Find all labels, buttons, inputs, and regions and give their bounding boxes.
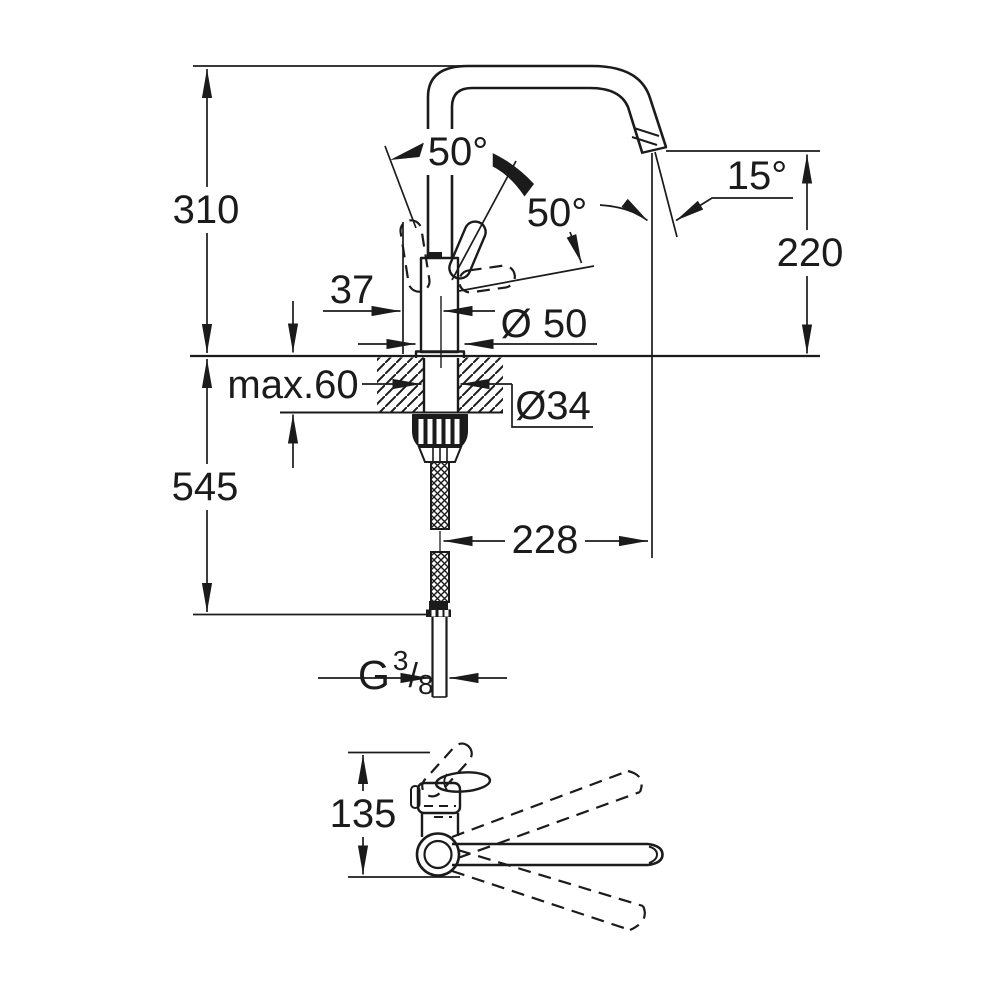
mixer-body	[419, 256, 460, 354]
counter-hatch-right	[458, 357, 503, 413]
mounting-collar-ribs	[432, 447, 448, 462]
hose-end-slots	[431, 610, 449, 617]
flex-hose-lower	[430, 551, 450, 603]
spout-top-view	[452, 842, 664, 867]
spout-swung-down	[451, 848, 646, 932]
angle-line-back	[384, 145, 417, 229]
dim-37-label: 37	[329, 268, 375, 312]
mounting-nut-knurling	[418, 419, 460, 444]
spout-pivot-inner	[423, 839, 453, 870]
angle-50-back-label: 50°	[423, 129, 493, 175]
thread-g: G	[358, 652, 390, 698]
handle-swivel-dashed	[399, 219, 516, 294]
thread-slash: /	[408, 657, 418, 695]
body-dash-detail	[424, 805, 456, 818]
angle-line-open	[458, 265, 595, 292]
angle-50-arc	[599, 198, 649, 222]
body-column	[420, 813, 460, 837]
outlet-angle-line	[654, 151, 678, 238]
aerator-band	[631, 127, 660, 146]
faucet-outline	[414, 64, 668, 358]
base-flange	[414, 350, 466, 358]
spout-pivot-outer	[415, 832, 461, 877]
hose-end-fitting	[429, 601, 448, 610]
angle-arc-wedges	[390, 142, 534, 197]
dimension-lines	[193, 65, 820, 684]
counter-hatch-left	[377, 357, 424, 413]
spout-swivel-dashed	[451, 769, 646, 932]
angle-50-open-arrow	[566, 231, 583, 264]
angle-15-label: 15°	[726, 154, 788, 198]
dim-545-label: 545	[167, 464, 243, 510]
spout-tip-edge	[640, 145, 668, 155]
handle-lever	[448, 220, 487, 280]
lever-top-view	[434, 771, 492, 793]
lever-detail	[443, 773, 448, 791]
dim-310-label: 310	[168, 187, 244, 233]
shank-edges	[422, 358, 460, 412]
dia-34-label: Ø34	[515, 384, 591, 428]
thread-denominator: 8	[417, 669, 434, 700]
handle-open-position	[458, 264, 516, 294]
wedge-right	[482, 150, 534, 197]
installation-section	[190, 354, 820, 698]
handle-pivot-mark	[428, 252, 442, 258]
top-view	[348, 742, 664, 932]
spout-swung-up	[451, 769, 643, 860]
flex-hose-upper	[430, 461, 450, 530]
dim-220-label: 220	[772, 230, 848, 276]
angle-15-leader	[675, 197, 793, 222]
dia34-leader-jog	[511, 384, 593, 428]
handle-back-position	[399, 219, 431, 293]
lever-raised-dashed	[421, 742, 473, 798]
angle-line-lever	[451, 160, 517, 281]
max-60-label: max.60	[227, 363, 359, 407]
spout-cap-detail	[648, 845, 659, 864]
dim-228-label: 228	[511, 518, 579, 562]
dim-135-label: 135	[325, 791, 401, 837]
wedge-left	[390, 142, 424, 160]
spout-inner-edge	[450, 86, 644, 258]
thread-numerator: 3	[392, 645, 409, 676]
connection-tube	[431, 617, 448, 697]
spout-outer-edge	[426, 64, 668, 258]
body-boss	[410, 785, 421, 809]
cartridge-body	[416, 781, 462, 815]
dia-50-label: Ø 50	[500, 302, 588, 346]
angle-50-open-label: 50°	[526, 191, 588, 235]
